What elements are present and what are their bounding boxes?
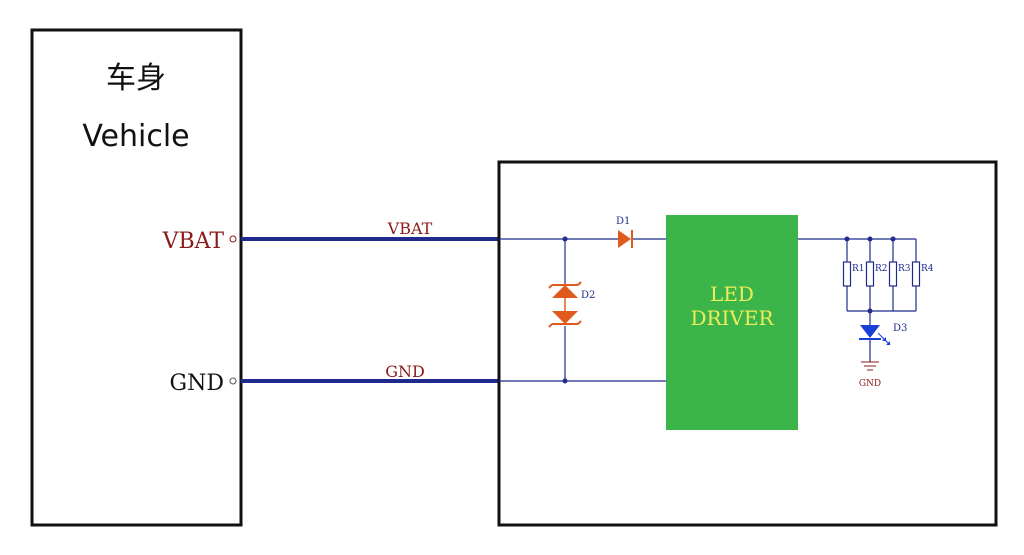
lamp-module-box — [497, 160, 998, 527]
r2-label: R2 — [875, 264, 888, 274]
led-driver-block — [666, 215, 798, 430]
d2-label: D2 — [581, 290, 595, 301]
vehicle-pin-vbat-label: VBAT — [162, 229, 225, 254]
resistor-r3 — [888, 261, 898, 287]
led-driver-line2: DRIVER — [690, 306, 774, 330]
led-driver-line1: LED — [710, 282, 754, 306]
junction-dot — [867, 308, 873, 314]
vehicle-pin-gnd-label: GND — [170, 371, 224, 396]
d3-led-symbol — [859, 325, 891, 346]
resistor-r1 — [842, 261, 852, 287]
resistor-r2 — [865, 261, 875, 287]
r1-label: R1 — [852, 264, 865, 274]
r3-label: R3 — [898, 264, 911, 274]
vehicle-pin-gnd-terminal — [229, 377, 237, 385]
vehicle-title-cn: 车身 — [106, 61, 166, 96]
vehicle-title-en: Vehicle — [82, 119, 189, 154]
ground-label: GND — [859, 379, 881, 389]
resistor-r4 — [911, 261, 921, 287]
d3-label: D3 — [893, 323, 907, 334]
resistor-network-wires — [846, 239, 917, 362]
vehicle-box — [30, 28, 243, 527]
vbat-net-label: VBAT — [387, 219, 433, 238]
gnd-net-label: GND — [385, 362, 425, 381]
ground-symbol — [861, 361, 879, 371]
vehicle-pin-vbat-terminal — [229, 235, 237, 243]
r4-label: R4 — [921, 264, 934, 274]
d1-label: D1 — [616, 216, 630, 227]
d1-diode-symbol — [618, 230, 633, 248]
d2-tvs-symbol — [548, 281, 582, 328]
